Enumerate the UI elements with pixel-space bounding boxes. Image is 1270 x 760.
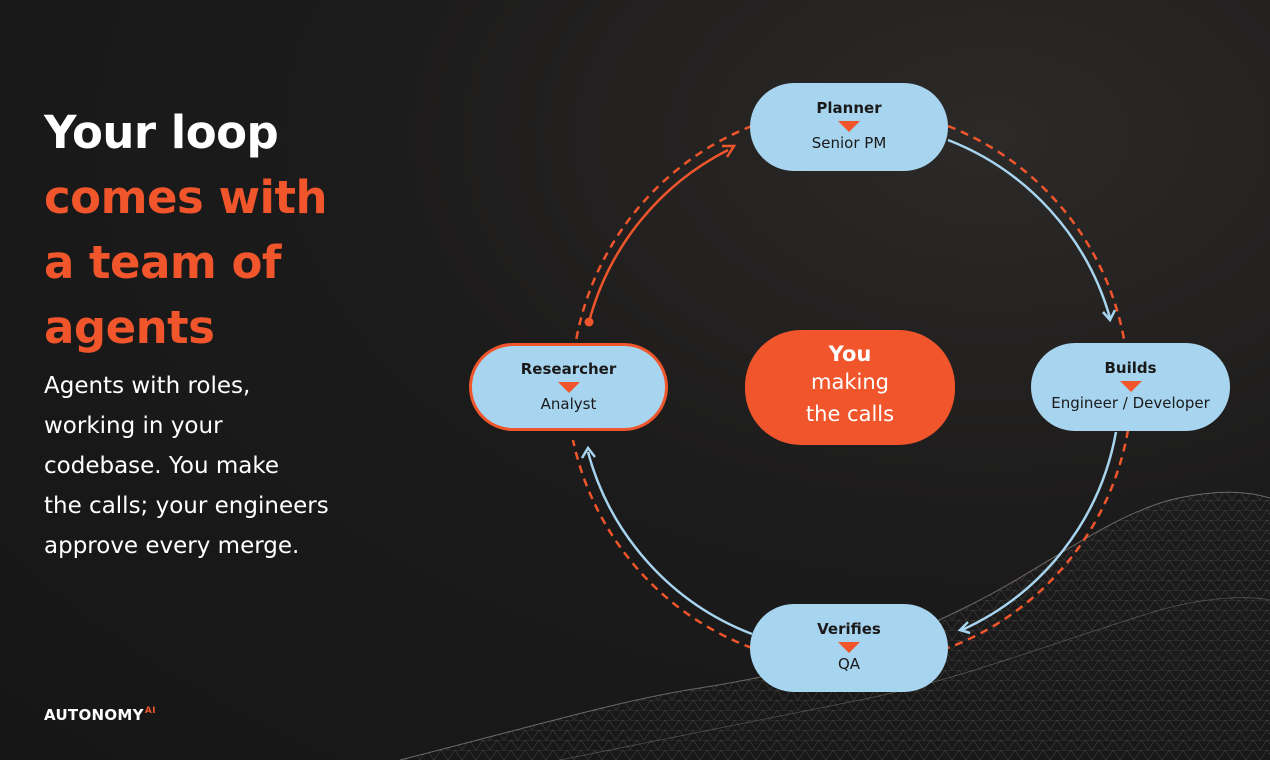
center-line-3: the calls xyxy=(805,402,895,426)
down-triangle-icon xyxy=(1119,381,1142,392)
headline-line-1: Your loop xyxy=(44,106,279,159)
node-planner-name: Planner xyxy=(816,99,882,117)
node-builds: Builds Engineer / Developer xyxy=(1031,343,1230,431)
node-planner-role: Senior PM xyxy=(811,134,887,152)
logo-name: AUTONOMY xyxy=(44,706,144,724)
headline-line-2: comes with xyxy=(44,171,328,224)
node-researcher-name: Researcher xyxy=(520,360,617,378)
body-line-1: Agents with roles, xyxy=(44,373,251,399)
node-researcher-role: Analyst xyxy=(540,395,597,413)
body-line-4: the calls; your engineers xyxy=(44,493,329,519)
center-you-node: You making the calls xyxy=(745,330,955,445)
body-text: Agents with roles, working in your codeb… xyxy=(44,366,404,566)
down-triangle-icon xyxy=(838,642,860,653)
autonomy-ai-logo: AUTONOMYAI xyxy=(44,706,156,724)
node-builds-role: Engineer / Developer xyxy=(1051,394,1210,412)
node-verifies-role: QA xyxy=(837,655,861,673)
logo-suffix: AI xyxy=(144,706,156,716)
body-line-2: working in your xyxy=(44,413,223,439)
intro-panel: Your loop comes with a team of agents Ag… xyxy=(44,100,404,566)
center-line-2: making xyxy=(811,370,889,394)
orange-arrow xyxy=(584,144,737,327)
center-title: You xyxy=(828,342,872,366)
blue-arrows xyxy=(580,138,1118,636)
headline-line-4: agents xyxy=(44,301,215,354)
orange-dashed-loop xyxy=(570,124,1130,650)
body-line-5: approve every merge. xyxy=(44,533,300,559)
down-triangle-icon xyxy=(557,382,580,393)
node-verifies-name: Verifies xyxy=(817,620,881,638)
body-line-3: codebase. You make xyxy=(44,453,280,479)
node-researcher: Researcher Analyst xyxy=(469,343,668,431)
headline-line-3: a team of xyxy=(44,236,281,289)
node-planner: Planner Senior PM xyxy=(750,83,948,171)
node-verifies: Verifies QA xyxy=(750,604,948,692)
node-builds-name: Builds xyxy=(1104,359,1157,377)
headline: Your loop comes with a team of agents xyxy=(44,100,404,360)
down-triangle-icon xyxy=(838,121,860,132)
